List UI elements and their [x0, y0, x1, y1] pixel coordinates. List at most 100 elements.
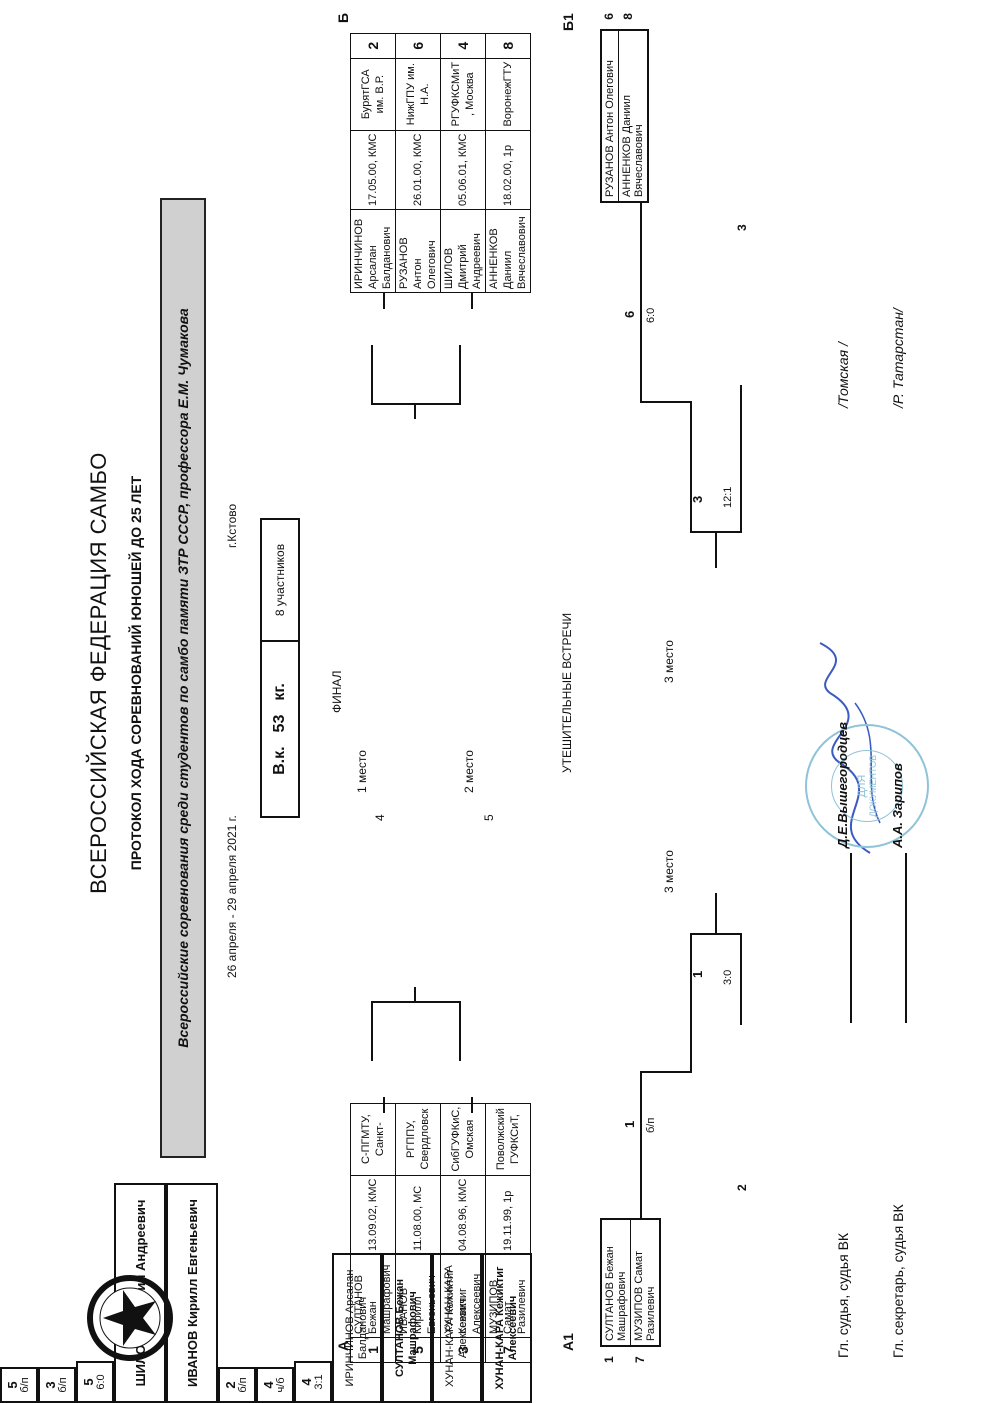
athlete-name: МУЗИПОВ Самат Разилевич: [485, 1254, 531, 1338]
winner-seed: 4: [299, 1378, 314, 1386]
a1-round2-winner: 1: [690, 970, 705, 978]
protocol-subtitle: ПРОТОКОЛ ХОДА СОРЕВНОВАНИЙ ЮНОШЕЙ ДО 25 …: [128, 475, 144, 871]
federation-title: ВСЕРОССИЙСКАЯ ФЕДЕРАЦИЯ САМБО: [86, 452, 111, 894]
seed-number: 1: [602, 1356, 616, 1363]
athlete-birth-rank: 11.08.00, МС: [395, 1175, 441, 1255]
second-place-name: ИВАНОВ Кирилл Евгеньевич: [184, 1199, 200, 1387]
athlete-name: МУЗИПОВ Самат Разилевич: [631, 1218, 661, 1347]
table-row: 5 ИВАНОВ Кирилл Евгеньевич 11.08.00, МС …: [395, 1103, 441, 1363]
a1-round1-winner: 1: [622, 1120, 637, 1128]
athlete-club: Поволжский ГУФКСиТ,: [485, 1103, 531, 1176]
athlete-birth-rank: 04.08.96, КМС: [440, 1175, 486, 1255]
weight-value: 53: [271, 714, 288, 733]
athlete-name: АННЕНКОВ Даниил Вячеславович: [485, 209, 531, 293]
athlete-club: НижГПУ им. Н.А.: [395, 58, 441, 131]
b1-pair: РУЗАНОВ Антон Олегович 6 АННЕНКОВ Даниил…: [600, 13, 649, 203]
athlete-birth-rank: 17.05.00, КМС: [350, 130, 396, 210]
pool-a-semi1-box: 5 б/п: [0, 1367, 38, 1403]
b1-round1-result: 6:0: [645, 307, 657, 323]
table-row: 7 МУЗИПОВ Самат Разилевич 19.11.99, 1р П…: [485, 1103, 531, 1363]
seed-number: 1: [350, 1337, 396, 1363]
athlete-name: СУЛТАНОВ Бежан Машрафович: [600, 1218, 631, 1347]
first-place-seed: 4: [373, 814, 387, 821]
pool-b-label: Б: [335, 12, 351, 23]
a1-opponent-seed: 2: [735, 1184, 749, 1191]
table-row: ШИЛОВ Дмитрий Андреевич 05.06.01, КМС РГ…: [440, 33, 486, 293]
table-row: РУЗАНОВ Антон Олегович 26.01.00, КМС Ниж…: [395, 33, 441, 293]
pool-a-semi2-box: 3 б/п: [38, 1367, 76, 1403]
seed-number: 5: [395, 1337, 441, 1363]
a1-third-label: 3 место: [662, 850, 676, 893]
athlete-club: БурятГСА им. В.Р.: [350, 58, 396, 131]
athlete-birth-rank: 13.09.02, КМС: [350, 1175, 396, 1255]
seed-number: 2: [350, 33, 396, 59]
second-place-seed: 5: [482, 814, 496, 821]
bout-result: 6:0: [95, 1374, 107, 1390]
chief-judge-name: Д.Е.Вышегородцев: [835, 721, 850, 848]
pool-a-label: А: [335, 1340, 351, 1351]
pool-b-semi1-box: 2 б/п: [218, 1367, 256, 1403]
bout-result: б/п: [57, 1377, 69, 1393]
federation-logo: [85, 1273, 175, 1363]
athlete-birth-rank: 18.02.00, 1р: [485, 130, 531, 210]
weight-unit: кг.: [271, 683, 288, 701]
athlete-name: СУЛТАНОВ Бежан Машрафович: [350, 1254, 396, 1338]
stamp-text: ДЛЯ: [856, 774, 868, 798]
chief-judge-region: /Томская /: [835, 342, 851, 408]
b1-round2-winner: 3: [690, 495, 705, 503]
b1-opponent-seed: 3: [735, 224, 749, 231]
seed-number: 8: [485, 33, 531, 59]
athlete-name: ИВАНОВ Кирилл Евгеньевич: [395, 1254, 441, 1338]
final-label: ФИНАЛ: [330, 670, 344, 713]
winner-seed: 4: [261, 1381, 276, 1389]
winner-seed: 3: [43, 1381, 58, 1389]
table-row: ИРИНЧИНОВ Арсалан Балданович 17.05.00, К…: [350, 33, 396, 293]
official-stamp: ДЛЯ ДОКУМЕНТОВ: [805, 724, 929, 848]
pool-b-table: ИРИНЧИНОВ Арсалан Балданович 17.05.00, К…: [350, 33, 531, 293]
seed-number: 8: [621, 13, 635, 20]
athlete-name: ШИЛОВ Дмитрий Андреевич: [440, 209, 486, 293]
seed-number: 4: [440, 33, 486, 59]
athlete-name: РУЗАНОВ Антон Олегович: [395, 209, 441, 293]
bout-result: ч/б: [275, 1377, 287, 1393]
second-place-label: 2 место: [462, 750, 476, 793]
seed-number: 7: [633, 1356, 647, 1363]
seed-number: 7: [485, 1337, 531, 1363]
event-banner: Всероссийские соревнования среди студент…: [160, 198, 206, 1158]
bout-result: б/п: [237, 1377, 249, 1393]
a1-pair: 1 СУЛТАНОВ Бежан Машрафович 7 МУЗИПОВ Са…: [600, 1218, 661, 1363]
table-row: 1 СУЛТАНОВ Бежан Машрафович 13.09.02, КМ…: [350, 1103, 396, 1363]
pool-a-final-box: 5 6:0: [76, 1361, 114, 1403]
seed-number: 6: [602, 13, 616, 20]
pool-a-table: 1 СУЛТАНОВ Бежан Машрафович 13.09.02, КМ…: [350, 1103, 531, 1363]
participants-count: 8 участников: [273, 543, 287, 617]
athlete-club: РГППУ, Свердловск: [395, 1103, 441, 1176]
weight-prefix: В.к.: [271, 746, 288, 775]
weight-class-box: В.к. 53 кг. 8 участников: [260, 518, 300, 818]
chief-secretary-name: А.А. Зарипов: [890, 763, 905, 848]
stamp-text: ДОКУМЕНТОВ: [868, 754, 878, 818]
chief-judge-label: Гл. судья, судья ВК: [835, 1232, 851, 1358]
athlete-birth-rank: 26.01.00, КМС: [395, 130, 441, 210]
winner-seed: 2: [223, 1381, 238, 1389]
athlete-birth-rank: 05.06.01, КМС: [440, 130, 486, 210]
a1-label: А1: [560, 1333, 576, 1351]
b1-round1-winner: 6: [622, 310, 637, 318]
table-row: АННЕНКОВ Даниил Вячеславович 18.02.00, 1…: [485, 33, 531, 293]
b1-label: Б1: [560, 13, 576, 31]
judge-signature: [800, 633, 900, 863]
table-row: 3 ХУНАН-КАРА Кежиктиг Алексеевич 04.08.9…: [440, 1103, 486, 1363]
winner-seed: 5: [81, 1378, 96, 1386]
b1-third-label: 3 место: [662, 640, 676, 683]
pool-b-semi2-box: 4 ч/б: [256, 1367, 294, 1403]
event-city: г.Кстово: [225, 503, 239, 548]
athlete-club: РГУФКСМиТ , Москва: [440, 58, 486, 131]
b1-round2-result: 12:1: [722, 486, 734, 508]
a1-round2-result: 3:0: [722, 969, 734, 985]
seed-number: 3: [440, 1337, 486, 1363]
first-place-label: 1 место: [355, 750, 369, 793]
chief-secretary-label: Гл. секретарь, судья ВК: [890, 1204, 906, 1358]
athlete-name: ИРИНЧИНОВ Арсалан Балданович: [350, 209, 396, 293]
athlete-club: ВоронежГТУ: [485, 58, 531, 131]
